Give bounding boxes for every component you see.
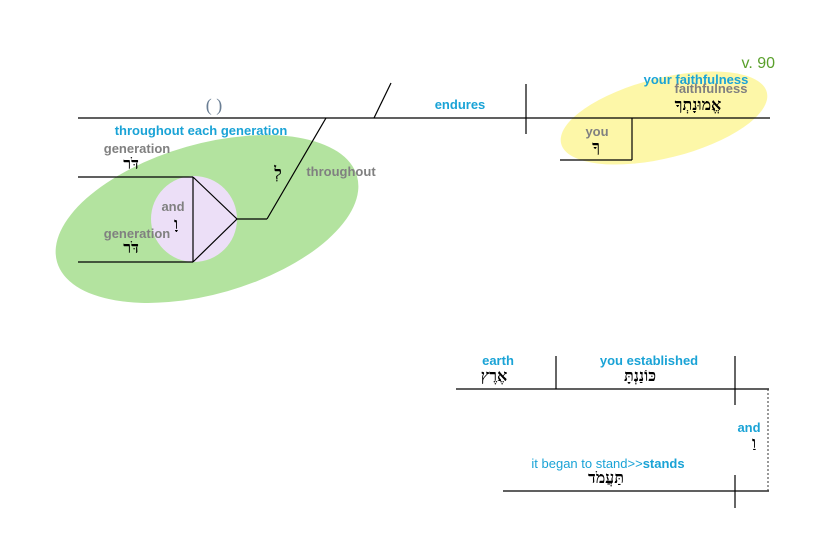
object-hebrew: אֱמוּנָתְךָ [675, 95, 722, 114]
generation-1-hebrew: דֹּר [123, 154, 139, 173]
conjunction-hebrew: וָ [174, 214, 178, 233]
subject-divider [373, 82, 392, 119]
modifier-english: throughout each generation [115, 123, 288, 138]
and-english: and [737, 420, 760, 435]
object-english: your faithfulness [644, 72, 749, 87]
established-hebrew: כּוֹנַנְתָּ [624, 366, 656, 385]
generation-2-hebrew: דֹּר [123, 238, 139, 257]
generation-1-gloss: generation [104, 141, 171, 156]
possessor-gloss: you [585, 124, 608, 139]
subject-placeholder: ( ) [206, 95, 223, 116]
stands-english-bold: stands [643, 456, 685, 471]
conjunction-triangle [192, 176, 238, 263]
conjunction-circle [151, 176, 237, 262]
and-hebrew: וַ [752, 433, 756, 452]
verb-label: endures [435, 97, 486, 112]
object-gloss: faithfulness [675, 81, 748, 96]
possessor-hebrew: ךָ [592, 137, 600, 156]
preposition-hebrew: לְ [273, 163, 281, 182]
stands-hebrew: תַּעֲמֹד [588, 468, 624, 487]
stands-english: it began to stand>>stands [531, 456, 684, 471]
established-english: you established [600, 353, 698, 368]
earth-english: earth [482, 353, 514, 368]
verse-label: v. 90 [742, 55, 776, 72]
preposition-gloss: throughout [306, 164, 376, 179]
stands-english-plain: it began to stand>> [531, 456, 642, 471]
generation-2-gloss: generation [104, 226, 171, 241]
earth-hebrew: אֶרֶץ [481, 366, 507, 385]
conjunction-gloss: and [161, 199, 184, 214]
preposition-slant [266, 117, 327, 220]
